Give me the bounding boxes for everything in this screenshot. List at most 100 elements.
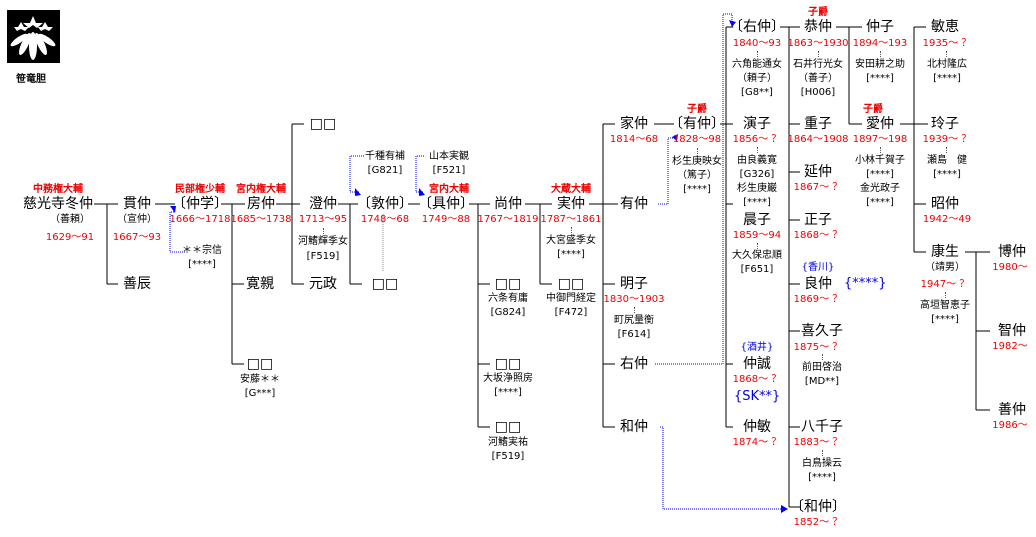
code-reiko: [****] (933, 169, 961, 180)
source-souin: ＊＊宗信 (182, 245, 222, 256)
marriage-tick (697, 148, 699, 154)
person-nakazato[interactable]: 〔仲学〕 (172, 196, 228, 212)
dates-fusanaka: 1685〜1738 (230, 214, 292, 225)
spouse-ainaka: 小林千賀子 (855, 155, 905, 166)
person-nakako[interactable]: 仲子 (866, 19, 894, 35)
person-masako[interactable]: 正子 (804, 212, 832, 228)
person-nakatoshi[interactable]: 仲敏 (743, 419, 771, 435)
code-blank-fusa: [G***] (244, 388, 276, 399)
person-naonaka[interactable]: 尚仲 (494, 196, 522, 212)
person-reiko[interactable]: 玲子 (931, 116, 959, 132)
dates-nakako: 1894〜193 (852, 38, 908, 49)
code-souin: [****] (188, 259, 216, 270)
house-nakanobu: {酒井} (740, 342, 774, 353)
dates-atsunaka: 1748〜68 (360, 214, 410, 225)
person-nakanobu[interactable]: 仲誠 (743, 356, 771, 372)
house-yoshinaka: {香川} (801, 262, 835, 273)
person-kanshin[interactable]: 寛親 (246, 276, 274, 292)
code2-ainaka: [****] (866, 197, 894, 208)
person-yachiko[interactable]: 八千子 (801, 419, 843, 435)
person-ainaka[interactable]: 愛仲 (866, 116, 894, 132)
marriage-tick (818, 51, 820, 57)
person-ienaka[interactable]: 家仲 (620, 116, 648, 132)
person-blank-n1[interactable]: □□ (494, 276, 522, 292)
person-unaka[interactable]: 右仲 (620, 356, 648, 372)
person-hironaka[interactable]: 博仲 (998, 244, 1026, 260)
person-zenshin[interactable]: 善辰 (123, 276, 151, 292)
dates-nakanobu: 1868〜 ？ (732, 374, 782, 385)
marriage-tick (323, 228, 325, 234)
spouse-yasuo: 高垣智恵子 (920, 300, 970, 311)
source-atsunaka: 千種有補 (365, 151, 405, 162)
person-fusanaka[interactable]: 房仲 (247, 196, 275, 212)
marriage-tick (945, 292, 947, 298)
marriage-tick (757, 243, 759, 249)
spouse-shinko: 大久保忠順 (732, 250, 782, 261)
dates-yachiko: 1883〜 ？ (793, 437, 843, 448)
source-tomonaka: 山本実観 (429, 151, 469, 162)
person-motomasa[interactable]: 元政 (309, 276, 337, 292)
person-akiko[interactable]: 明子 (620, 276, 648, 292)
person-yoshinaka[interactable]: 良仲 (804, 276, 832, 292)
person-toshie[interactable]: 敏恵 (931, 19, 959, 35)
person-fuyunaka[interactable]: 慈光寺冬仲 (23, 196, 93, 212)
dates-nakazato: 1666〜1718 (169, 214, 231, 225)
marriage-tick (880, 147, 882, 153)
person-atsunaka[interactable]: 〔敦仲〕 (357, 196, 413, 212)
code-blank-n2: [****] (494, 387, 522, 398)
person-yasuo[interactable]: 康生 (931, 244, 959, 260)
dates-kazunaka2: 1852〜 ？ (793, 517, 843, 528)
person-blank-n2[interactable]: □□ (494, 356, 522, 372)
person-enko[interactable]: 演子 (743, 116, 771, 132)
person-blank-s1[interactable]: □□ (557, 276, 585, 292)
person-kikuko[interactable]: 喜久子 (801, 323, 843, 339)
spouse2-ainaka: 金光政子 (860, 183, 900, 194)
person-tomonaka3[interactable]: 智仲 (998, 323, 1026, 339)
dates-ienaka: 1814〜68 (609, 134, 659, 145)
dates-chounaka: 1713〜95 (298, 214, 348, 225)
dates-masako: 1868〜 ？ (793, 230, 843, 241)
person-tomonaka[interactable]: 〔具仲〕 (418, 196, 474, 212)
spouse-sanenaka: 大宮盛季女 (546, 235, 596, 246)
marriage-tick (571, 227, 573, 233)
spouse-yachiko: 白鳥操云 (802, 458, 842, 469)
marriage-tick (880, 51, 882, 57)
code-blank-n3: [F519] (491, 451, 525, 462)
spouse-blank-n3: 河鰭実祐 (488, 437, 528, 448)
code-blank-s1: [F472] (554, 307, 588, 318)
person-blank-top[interactable]: □□ (309, 116, 337, 132)
dates-shounaka: 1942〜49 (922, 214, 972, 225)
person-blank-atsu[interactable]: □□ (371, 276, 399, 292)
dates-reiko: 1939〜 ？ (922, 134, 972, 145)
person-kazunaka2[interactable]: 〔和仲〕 (790, 499, 846, 515)
spouse-reiko: 瀬島 健 (927, 155, 967, 166)
dates-fuyunaka: 1629〜91 (45, 232, 95, 243)
dates-kannaka: 1667〜93 (112, 232, 162, 243)
marriage-tick (634, 307, 636, 313)
person-sanenaka[interactable]: 実仲 (557, 196, 585, 212)
person-arinaka[interactable]: 有仲 (620, 196, 648, 212)
marriage-tick (946, 51, 948, 57)
person-unaka2[interactable]: 〔右仲〕 (729, 19, 785, 35)
dates-tomonaka3: 1982〜 (992, 341, 1028, 352)
dates-toshie: 1935〜 ？ (922, 38, 972, 49)
code-sanenaka: [****] (557, 249, 585, 260)
dates-yoshinaka: 1869〜 ？ (793, 294, 843, 305)
person-yoshinaka3[interactable]: 善仲 (998, 402, 1026, 418)
person-chounaka[interactable]: 澄仲 (309, 196, 337, 212)
person-shinko[interactable]: 晨子 (743, 212, 771, 228)
code-arinaka2: [****] (683, 184, 711, 195)
person-arinaka2[interactable]: 〔有仲〕 (669, 116, 725, 132)
person-kannaka[interactable]: 貫仲 (123, 196, 151, 212)
person-nobunaka[interactable]: 延仲 (804, 164, 832, 180)
person-blank-n3[interactable]: □□ (494, 419, 522, 435)
person-kazunaka[interactable]: 和仲 (620, 419, 648, 435)
person-shigeko[interactable]: 重子 (804, 116, 832, 132)
person-shounaka[interactable]: 昭仲 (931, 196, 959, 212)
spouse-kyounaka: 石井行光女 (793, 59, 843, 70)
spouse2-enko: 杉生庚巌 (737, 183, 777, 194)
person-kyounaka[interactable]: 恭仲 (804, 19, 832, 35)
marriage-tick (757, 51, 759, 57)
person-blank-fusa[interactable]: □□ (246, 356, 274, 372)
